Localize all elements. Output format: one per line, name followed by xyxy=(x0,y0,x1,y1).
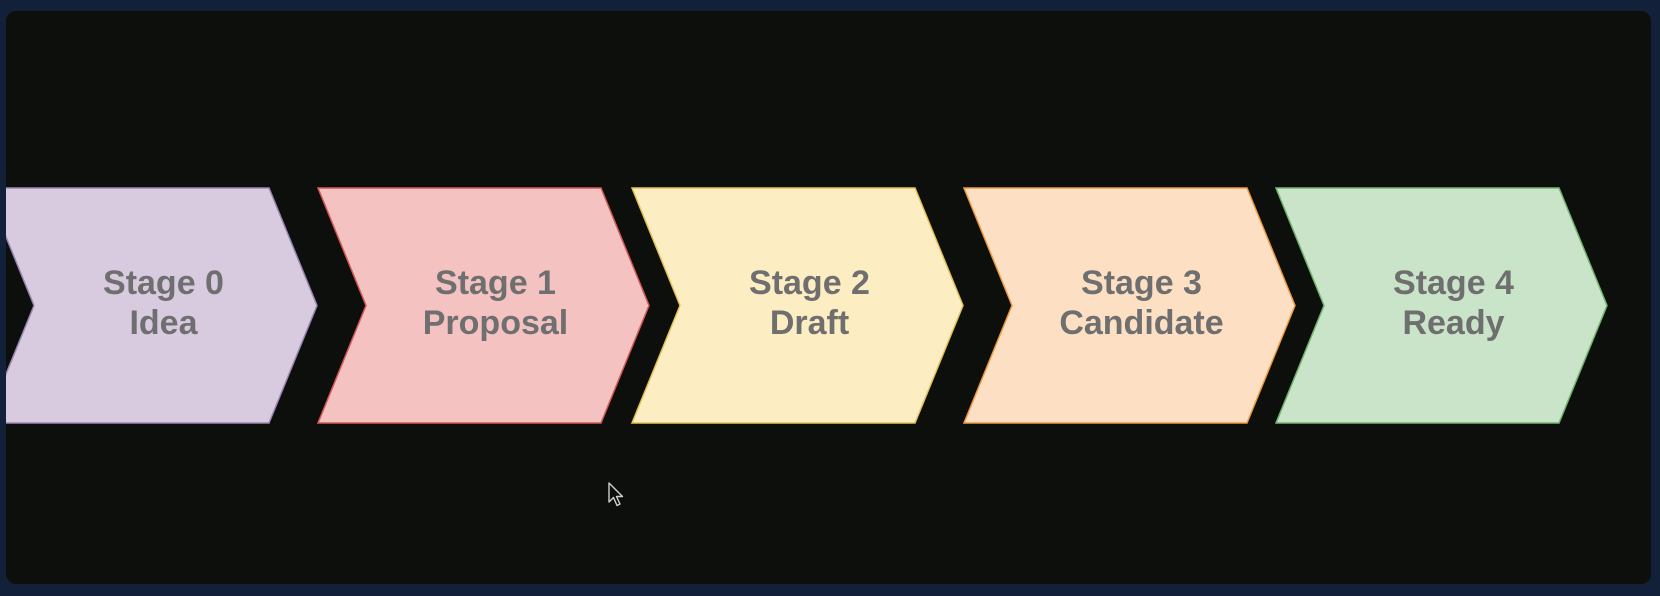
stage-4-title: Stage 4 xyxy=(1393,264,1514,302)
stage-3-title: Stage 3 xyxy=(1081,264,1202,302)
stage-4-shape xyxy=(1274,187,1608,424)
stage-0-shape xyxy=(6,187,318,424)
stage-3-name: Candidate xyxy=(1059,304,1223,342)
stage-4-name: Ready xyxy=(1402,304,1504,342)
stage-3-shape xyxy=(962,187,1296,424)
stage-1-title: Stage 1 xyxy=(435,264,556,302)
stage-1-name: Proposal xyxy=(423,304,568,342)
mouse-pointer-icon xyxy=(608,482,624,507)
stage-2-name: Draft xyxy=(770,304,849,342)
stage-2-title: Stage 2 xyxy=(749,264,870,302)
stage-0-name: Idea xyxy=(129,304,198,342)
stage-2-shape xyxy=(630,187,964,424)
stage-1-shape xyxy=(316,187,650,424)
stage-0-title: Stage 0 xyxy=(103,264,224,302)
